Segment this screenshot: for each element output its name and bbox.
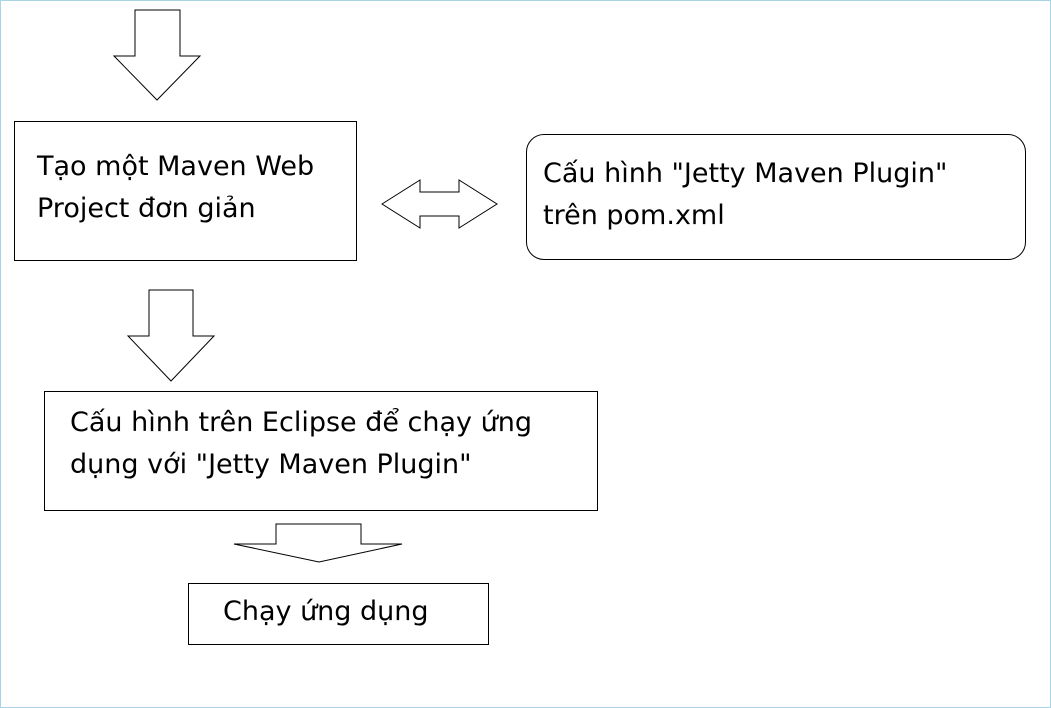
step-create-project-line2: Project đơn giản: [37, 193, 256, 224]
step-run-app-label: Chạy ứng dụng: [223, 596, 429, 627]
down-arrow-to-eclipse: [126, 289, 216, 382]
step-create-project-line1: Tạo một Maven Web: [37, 151, 315, 182]
step-run-app: Chạy ứng dụng: [188, 583, 489, 645]
step-configure-pom: Cấu hình "Jetty Maven Plugin" trên pom.x…: [526, 134, 1026, 260]
double-arrow: [381, 179, 498, 229]
step-create-project: Tạo một Maven Web Project đơn giản: [14, 121, 357, 261]
step-configure-pom-line1: Cấu hình "Jetty Maven Plugin": [543, 158, 948, 189]
step-configure-pom-line2: trên pom.xml: [543, 200, 725, 231]
step-configure-eclipse: Cấu hình trên Eclipse để chạy ứng dụng v…: [44, 391, 598, 511]
step-configure-eclipse-line2: dụng với "Jetty Maven Plugin": [70, 449, 472, 480]
down-arrow-to-run: [233, 523, 403, 563]
start-down-arrow: [112, 9, 202, 101]
step-configure-eclipse-line1: Cấu hình trên Eclipse để chạy ứng: [70, 407, 532, 438]
